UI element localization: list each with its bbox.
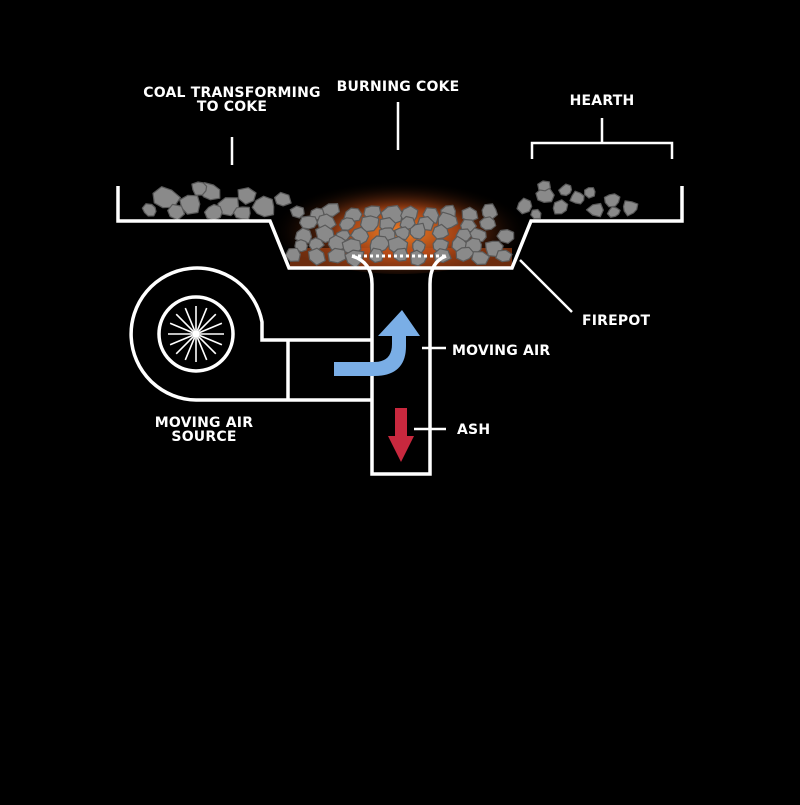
coal-piece	[350, 226, 370, 246]
moving-air-source-label: MOVING AIR SOURCE	[140, 416, 268, 444]
firepot-label: FIREPOT	[582, 313, 651, 329]
coal-piece	[179, 194, 201, 215]
moving-air-source-line1: MOVING AIR	[154, 415, 254, 431]
fan-icon	[157, 295, 235, 373]
coal-piece	[558, 183, 573, 197]
coal-piece	[569, 190, 585, 205]
coal-piece	[410, 249, 428, 267]
fan-blade	[175, 336, 194, 355]
fan-blade	[175, 313, 194, 332]
tuyere-pipe	[351, 254, 447, 476]
coal-piece	[606, 206, 621, 218]
coal-transforming-line1: COAL TRANSFORMING	[143, 85, 321, 101]
coal-piece	[409, 222, 426, 240]
coal-piece	[232, 206, 251, 220]
coal-piece	[471, 251, 491, 266]
coal-piece	[203, 203, 223, 222]
coal-piece	[338, 217, 356, 231]
coal-pieces	[141, 180, 639, 269]
ash-arrow	[388, 408, 414, 462]
coal-piece	[496, 229, 515, 244]
coal-piece	[516, 197, 533, 215]
moving-air-arrow	[334, 310, 420, 376]
fan-blade	[198, 336, 217, 355]
coal-piece	[603, 193, 621, 208]
coal-piece	[141, 203, 157, 217]
fan-blade	[198, 313, 217, 332]
coal-transforming-line2: TO COKE	[196, 99, 268, 115]
coal-piece	[537, 180, 552, 192]
coal-piece	[284, 247, 301, 262]
coal-piece	[167, 203, 186, 221]
coal-piece	[535, 187, 555, 203]
coal-piece	[237, 187, 257, 205]
coal-piece	[622, 200, 639, 217]
coal-piece	[251, 195, 275, 218]
coal-piece	[307, 247, 326, 266]
coal-piece	[191, 181, 208, 196]
burning-coke-label: BURNING COKE	[336, 79, 460, 95]
fan-blade	[169, 322, 193, 334]
fan-hub	[192, 330, 200, 338]
fan-blade	[199, 322, 223, 334]
firepot-leader-line	[519, 259, 573, 313]
coal-piece	[299, 215, 319, 230]
blower-housing	[129, 266, 372, 402]
coal-piece	[274, 191, 292, 207]
coal-piece	[530, 208, 542, 220]
ash-label: ASH	[457, 422, 491, 438]
coal-piece	[431, 223, 450, 240]
coal-piece	[552, 199, 569, 215]
fan-blade	[196, 337, 208, 361]
fan-blade	[169, 334, 193, 346]
fan-blade	[184, 337, 196, 361]
coal-piece	[585, 202, 604, 218]
coal-piece	[359, 215, 380, 233]
coal-transforming-label: COAL TRANSFORMING TO COKE	[142, 86, 322, 114]
moving-air-label: MOVING AIR	[452, 343, 551, 359]
hearth-bracket	[530, 118, 674, 159]
coal-piece	[495, 249, 513, 263]
hearth-label: HEARTH	[569, 93, 635, 109]
coal-piece	[327, 247, 347, 264]
hearth-outline	[116, 186, 684, 270]
fan-blade	[184, 307, 196, 331]
coal-piece	[289, 205, 305, 219]
fan-blade	[196, 307, 208, 331]
coal-piece	[479, 216, 497, 231]
fan-blade	[199, 334, 223, 346]
moving-air-source-line2: SOURCE	[171, 429, 237, 445]
coal-piece	[583, 187, 596, 199]
